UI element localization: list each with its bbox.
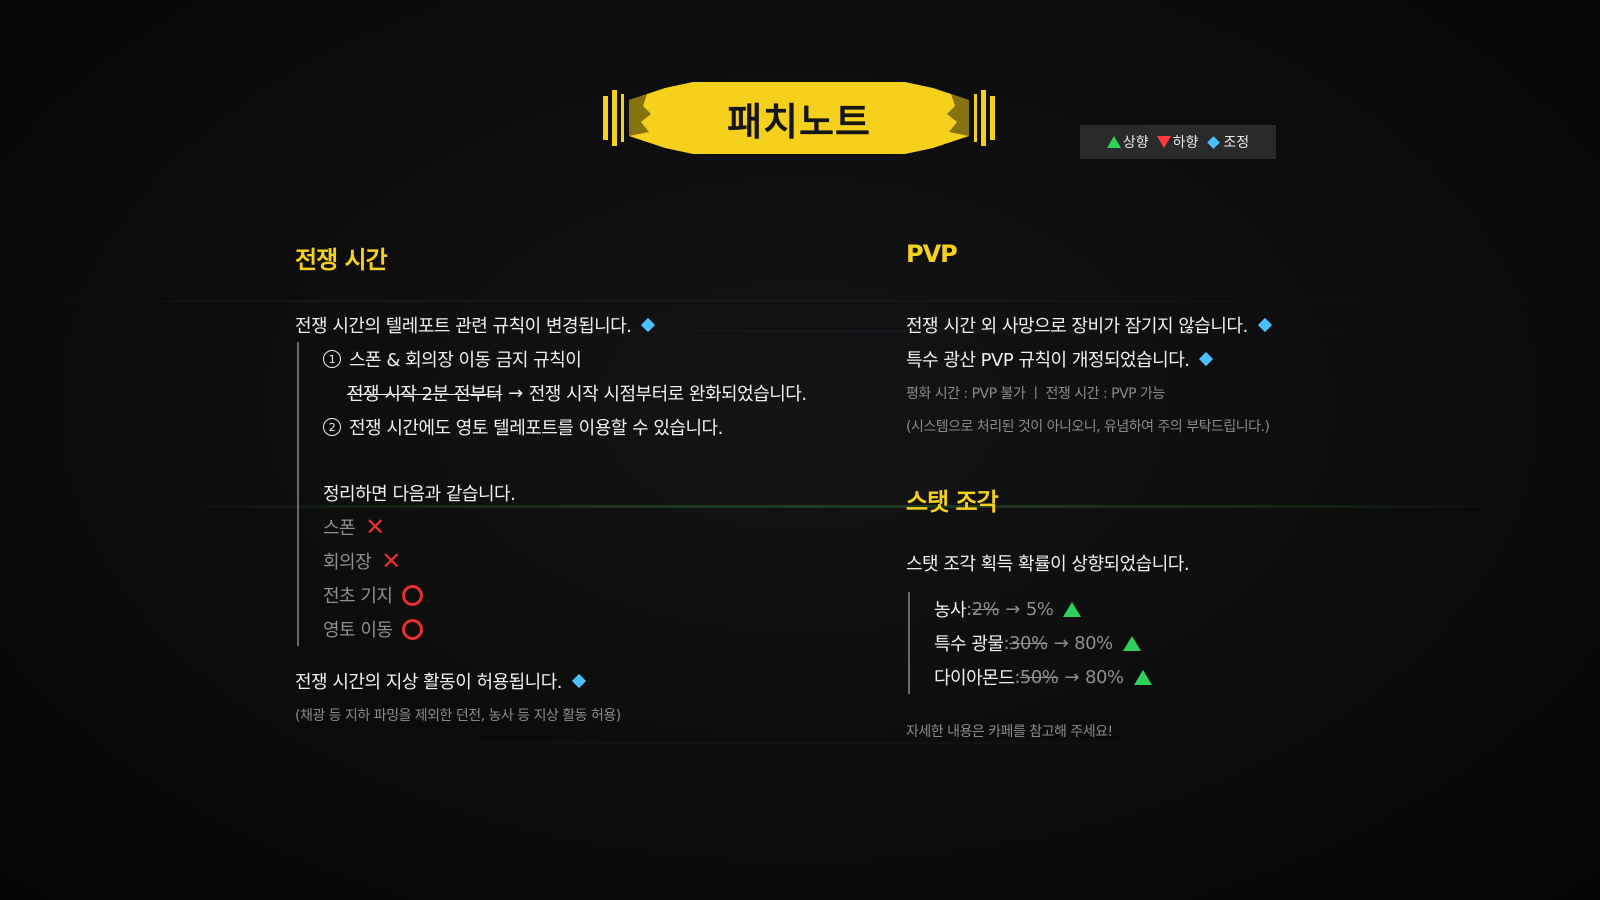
down-triangle-icon — [1156, 136, 1171, 148]
separator: : — [1003, 632, 1010, 654]
old-rate: 30% — [1009, 632, 1048, 654]
summary-item-spawn: 스폰 ✕ — [323, 510, 855, 544]
spacer — [323, 444, 855, 476]
red-circle-icon — [402, 618, 424, 640]
adjust-diamond-icon — [1257, 317, 1272, 333]
circled-number-1: 1 — [323, 350, 341, 368]
section-title-war-time: 전쟁 시간 — [295, 246, 388, 274]
new-rate: 80% — [1074, 632, 1113, 654]
legend-adjust-label: 조정 — [1223, 135, 1250, 151]
stat-rates: 농사 : 2% → 5% 특수 광물 : 30% → 80% 다이아몬드 : 5… — [908, 592, 1326, 694]
rule-item-2: 2 전쟁 시간에도 영토 텔레포트를 이용할 수 있습니다. — [323, 410, 855, 444]
rule-item-1: 1 스폰 & 회의장 이동 금지 규칙이 — [323, 342, 855, 376]
scanline-green — [0, 505, 1600, 508]
teleport-rule-details: 1 스폰 & 회의장 이동 금지 규칙이 전쟁 시작 2분 전부터 → 전쟁 시… — [297, 342, 855, 646]
stat-name: 특수 광물 — [934, 634, 1004, 655]
up-triangle-icon — [1063, 601, 1082, 617]
summary-label: 전초 기지 — [323, 586, 393, 607]
legend-up-label: 상향 — [1122, 135, 1149, 151]
summary-label: 스폰 — [323, 518, 356, 539]
old-rate: 2% — [971, 598, 1000, 620]
arrow-icon: → — [1005, 598, 1020, 620]
summary-item-outpost: 전초 기지 — [323, 578, 855, 612]
adjust-diamond-icon — [1199, 351, 1214, 367]
adjust-diamond-icon — [571, 673, 587, 689]
adjust-diamond-icon — [641, 317, 656, 333]
old-rule-strikethrough: 전쟁 시작 2분 전부터 — [347, 384, 503, 405]
circled-number-2: 2 — [323, 418, 341, 436]
legend-up: 상향 — [1106, 132, 1149, 152]
pvp-line-2: 특수 광산 PVP 규칙이 개정되었습니다. — [906, 342, 1326, 376]
ground-rule-text: 전쟁 시간의 지상 활동이 허용됩니다. — [295, 672, 563, 693]
red-x-icon: ✕ — [381, 547, 401, 575]
rule-item-1-text: 스폰 & 회의장 이동 금지 규칙이 — [349, 350, 582, 371]
arrow-icon: → — [508, 382, 523, 404]
up-triangle-icon — [1122, 635, 1141, 651]
pvp-line-2-text: 특수 광산 PVP 규칙이 개정되었습니다. — [906, 350, 1190, 371]
rule-item-2-text: 전쟁 시간에도 영토 텔레포트를 이용할 수 있습니다. — [349, 418, 723, 439]
legend-adjust: 조정 — [1206, 132, 1249, 152]
red-circle-icon — [402, 584, 424, 606]
teleport-rule-text: 전쟁 시간의 텔레포트 관련 규칙이 변경됩니다. — [295, 316, 632, 337]
stat-name: 다이아몬드 — [934, 668, 1015, 689]
stat-rate-row: 다이아몬드 : 50% → 80% — [934, 660, 1326, 694]
stat-name: 농사 — [934, 600, 967, 621]
arrow-icon: → — [1064, 666, 1079, 688]
scanline — [0, 330, 1600, 332]
summary-item-meeting: 회의장 ✕ — [323, 544, 855, 578]
scanline — [0, 300, 1600, 302]
ground-rule-note: (채광 등 지하 파밍을 제외한 던전, 농사 등 지상 활동 허용) — [295, 707, 621, 724]
legend: 상향 하향 조정 — [1080, 125, 1276, 159]
legend-down: 하향 — [1156, 132, 1199, 152]
separator: : — [1014, 666, 1020, 688]
summary-label: 영토 이동 — [323, 620, 393, 641]
war-time-section: 전쟁 시간 전쟁 시간의 텔레포트 관련 규칙이 변경됩니다. 1 스폰 & 회… — [295, 240, 855, 731]
red-x-icon: ✕ — [365, 513, 385, 541]
arrow-icon: → — [1053, 632, 1069, 654]
teleport-rule-line: 전쟁 시간의 텔레포트 관련 규칙이 변경됩니다. — [295, 308, 855, 342]
pvp-section: PVP 전쟁 시간 외 사망으로 장비가 잠기지 않습니다. 특수 광산 PVP… — [906, 240, 1326, 747]
new-rate: 5% — [1025, 598, 1054, 620]
new-rule-text: 전쟁 시작 시점부터로 완화되었습니다. — [528, 384, 807, 405]
section-title-stat: 스탯 조각 — [906, 488, 999, 516]
old-rate: 50% — [1019, 666, 1059, 688]
page-title: 패치노트 — [727, 99, 871, 144]
section-title-pvp: PVP — [906, 240, 958, 268]
rule-item-1-change: 전쟁 시작 2분 전부터 → 전쟁 시작 시점부터로 완화되었습니다. — [323, 376, 855, 410]
pvp-line-1-text: 전쟁 시간 외 사망으로 장비가 잠기지 않습니다. — [906, 316, 1248, 337]
summary-item-territory: 영토 이동 — [323, 612, 855, 646]
title-banner: 패치노트 — [603, 80, 995, 156]
up-triangle-icon — [1106, 136, 1121, 148]
banner-scroll-icon — [603, 82, 995, 154]
ground-rule-line: 전쟁 시간의 지상 활동이 허용됩니다. — [295, 664, 855, 698]
pvp-note-2: (시스템으로 처리된 것이 아니오니, 유념하여 주의 부탁드립니다.) — [906, 418, 1270, 435]
pvp-line-1: 전쟁 시간 외 사망으로 장비가 잠기지 않습니다. — [906, 308, 1326, 342]
separator: : — [966, 598, 972, 620]
legend-down-label: 하향 — [1172, 135, 1199, 151]
summary-label: 회의장 — [323, 552, 372, 573]
stat-rate-row: 특수 광물 : 30% → 80% — [934, 626, 1326, 660]
diamond-icon — [1207, 135, 1221, 149]
new-rate: 80% — [1085, 666, 1124, 688]
stat-rate-row: 농사 : 2% → 5% — [934, 592, 1326, 626]
stat-line: 스탯 조각 획득 확률이 상향되었습니다. — [906, 554, 1190, 575]
summary-heading: 정리하면 다음과 같습니다. — [323, 484, 516, 505]
footer-note: 자세한 내용은 카페를 참고해 주세요! — [906, 723, 1113, 740]
up-triangle-icon — [1133, 669, 1152, 685]
pvp-note-1: 평화 시간 : PVP 불가 ㅣ 전쟁 시간 : PVP 가능 — [906, 385, 1165, 402]
scanline — [0, 742, 1600, 744]
